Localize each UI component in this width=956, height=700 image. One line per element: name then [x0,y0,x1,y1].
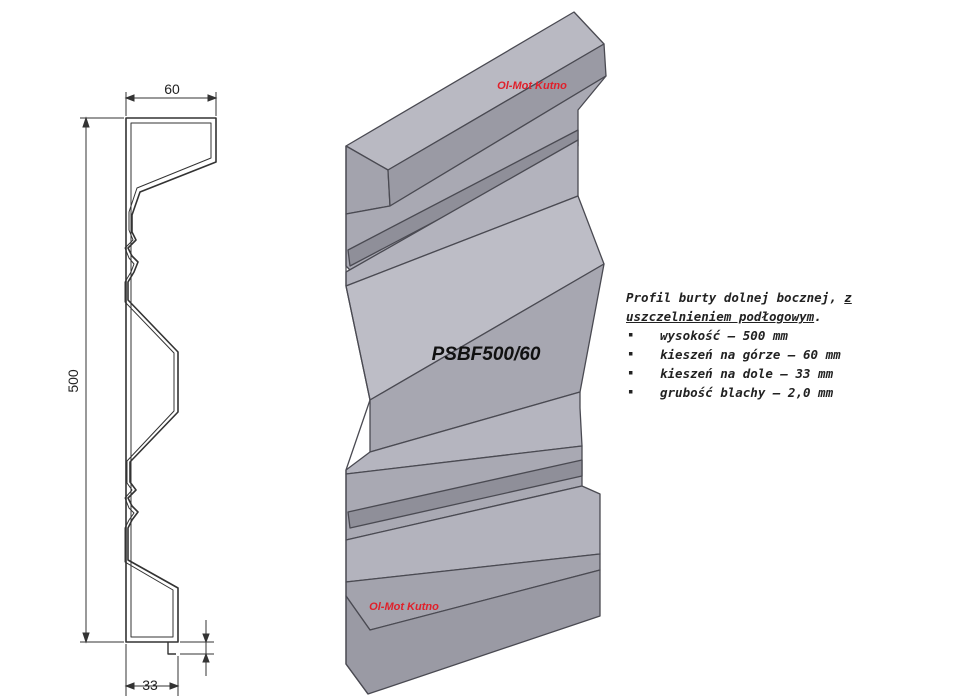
spec-description: Profil burty dolnej bocznej, z uszczelni… [626,288,946,326]
profile-3d-render [345,11,607,695]
spec-description-underlined: z uszczelnieniem podłogowym [626,290,852,324]
profile-3d-left-edge [345,146,371,695]
profile-outline [125,117,217,643]
spec-item-thickness: grubość blachy – 2,0 mm [626,383,946,402]
spec-description-text: Profil burty dolnej bocznej, [626,290,845,305]
spec-item-bottom-pocket: kieszeń na dole – 33 mm [626,364,946,383]
cross-section-drawing [124,117,217,655]
spec-description-end: . [814,309,822,324]
dimension-top-width [124,92,218,116]
spec-list: wysokość – 500 mm kieszeń na górze – 60 … [626,326,946,402]
dimension-foot-step [180,620,214,676]
profile-inner-line [124,122,212,638]
watermark-top: Ol-Mot Kutno [497,80,567,92]
watermark-bottom: Ol-Mot Kutno [369,601,439,613]
dimension-height-label: 500 [65,369,81,393]
spec-item-height: wysokość – 500 mm [626,326,946,345]
product-code-label: PSBF500/60 [432,344,541,365]
dimension-bottom-width-label: 33 [142,677,158,693]
lower-groove [347,459,583,529]
dimension-bottom-width [124,644,180,696]
dimension-top-width-label: 60 [164,81,180,97]
spec-block: Profil burty dolnej bocznej, z uszczelni… [626,288,946,402]
dimension-height [80,116,124,644]
profile-foot [167,642,176,655]
spec-item-top-pocket: kieszeń na górze – 60 mm [626,345,946,364]
